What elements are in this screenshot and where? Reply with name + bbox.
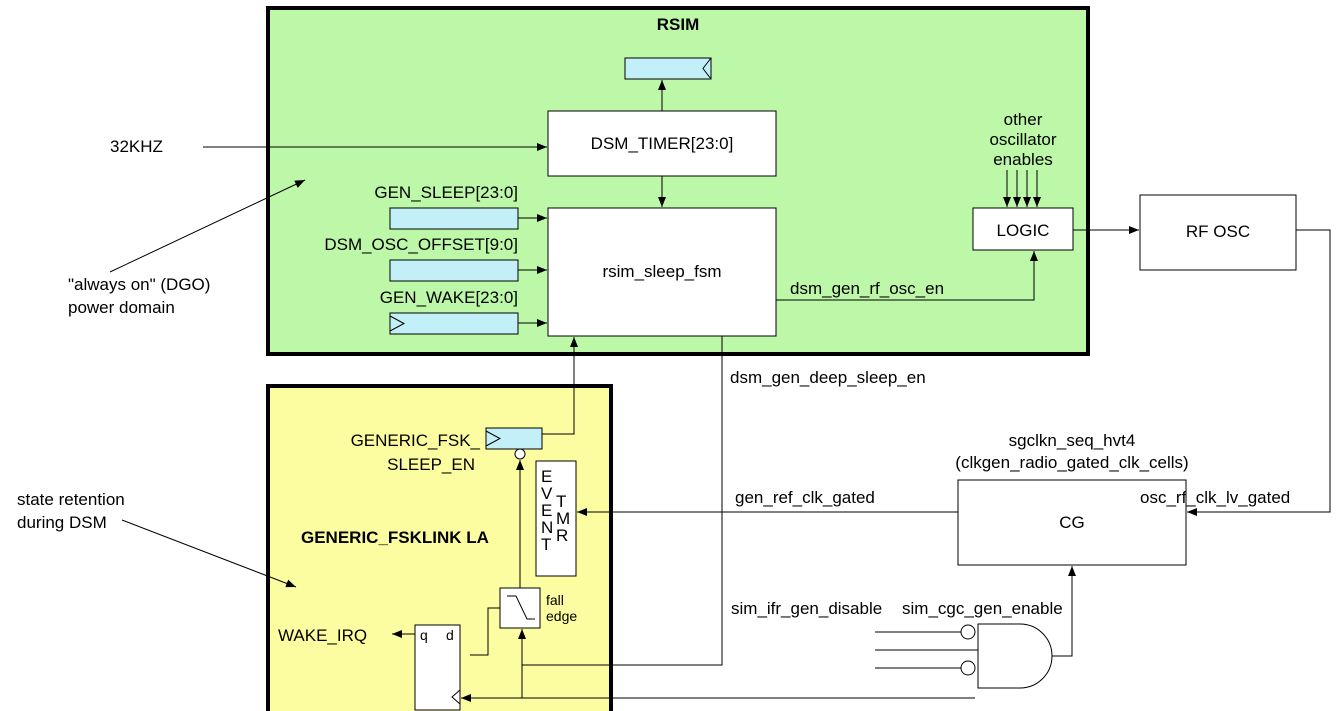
cg-cell-name: sgclkn_seq_hvt4 bbox=[1009, 431, 1136, 450]
fall-edge-detector bbox=[499, 587, 541, 629]
rf-osc-en-wire bbox=[776, 251, 1038, 301]
fsk-sleep-en-label-1: GENERIC_FSK_ bbox=[351, 431, 481, 450]
ifr-disable-label: sim_ifr_gen_disable bbox=[731, 599, 882, 618]
event-char-2: V bbox=[541, 484, 553, 503]
rf-osc-en-label: dsm_gen_rf_osc_en bbox=[790, 279, 944, 298]
event-char-3: E bbox=[541, 501, 552, 520]
sleep-fsm-label: rsim_sleep_fsm bbox=[602, 262, 721, 281]
gen-sleep-label: GEN_SLEEP[23:0] bbox=[374, 183, 518, 202]
timer-output-register bbox=[624, 57, 712, 80]
deep-sleep-en-wire bbox=[522, 336, 723, 666]
gen-wake-label: GEN_WAKE[23:0] bbox=[380, 288, 518, 307]
and-gate bbox=[960, 623, 1053, 689]
fsk-sleep-en-label-2: SLEEP_EN bbox=[387, 455, 475, 474]
wake-flip-flop bbox=[414, 624, 461, 711]
sleep-fsm-block bbox=[547, 207, 777, 337]
flop-d-wire bbox=[470, 607, 500, 656]
logic-block bbox=[972, 207, 1074, 251]
osc-clk-gated-wire bbox=[1187, 229, 1331, 516]
event-timer-block bbox=[535, 460, 577, 577]
rf-osc-block bbox=[1139, 194, 1297, 271]
event-char-1: E bbox=[541, 467, 552, 486]
edge-label: edge bbox=[546, 608, 577, 624]
and-to-cg-wire bbox=[1052, 566, 1076, 657]
fsk-sleep-en-to-fsm-wire bbox=[542, 337, 578, 435]
ff-d-label: d bbox=[446, 627, 454, 643]
tmr-char-2: M bbox=[556, 509, 570, 528]
output-inversion-bubble bbox=[514, 448, 526, 460]
dsm-osc-offset-label: DSM_OSC_OFFSET[9:0] bbox=[324, 235, 518, 254]
other-enables-line2: oscillator bbox=[989, 130, 1056, 149]
rf-osc-label: RF OSC bbox=[1186, 222, 1250, 241]
retention-pointer bbox=[121, 519, 297, 588]
other-enables-arrows bbox=[1003, 170, 1041, 207]
ff-q-label: q bbox=[420, 627, 428, 643]
clk-32khz-label: 32KHZ bbox=[110, 137, 163, 156]
fsk-sleep-en-register bbox=[485, 427, 543, 450]
other-enables-line1: other bbox=[1004, 110, 1043, 129]
rsim-title: RSIM bbox=[657, 15, 700, 34]
wake-irq-label: WAKE_IRQ bbox=[278, 626, 367, 645]
osc-clk-gated-label: osc_rf_clk_lv_gated bbox=[1140, 488, 1290, 507]
always-on-annotation-1: "always on" (DGO) bbox=[68, 275, 210, 294]
gen-wake-register bbox=[389, 312, 519, 335]
cg-label: CG bbox=[1059, 513, 1085, 532]
ref-clk-gated-label: gen_ref_clk_gated bbox=[735, 488, 875, 507]
retention-annotation-1: state retention bbox=[17, 490, 125, 509]
fall-label: fall bbox=[546, 592, 564, 608]
logic-label: LOGIC bbox=[997, 221, 1050, 240]
dsm-timer-label: DSM_TIMER[23:0] bbox=[591, 134, 734, 153]
cg-cell-group: (clkgen_radio_gated_clk_cells) bbox=[955, 453, 1188, 472]
always-on-pointer bbox=[109, 179, 306, 273]
gen-sleep-register bbox=[389, 207, 519, 230]
generic-title: GENERIC_FSKLINK LA bbox=[301, 528, 489, 547]
cg-block bbox=[957, 479, 1187, 566]
tmr-char-3: R bbox=[556, 526, 568, 545]
dsm-osc-offset-register bbox=[389, 259, 519, 282]
other-enables-line3: enables bbox=[993, 150, 1053, 169]
always-on-annotation-2: power domain bbox=[68, 298, 175, 317]
retention-annotation-2: during DSM bbox=[17, 513, 107, 532]
deep-sleep-en-label: dsm_gen_deep_sleep_en bbox=[730, 368, 926, 387]
event-char-5: T bbox=[541, 535, 551, 554]
tmr-char-1: T bbox=[556, 492, 566, 511]
cgc-enable-label: sim_cgc_gen_enable bbox=[902, 599, 1063, 618]
event-char-4: N bbox=[541, 518, 553, 537]
